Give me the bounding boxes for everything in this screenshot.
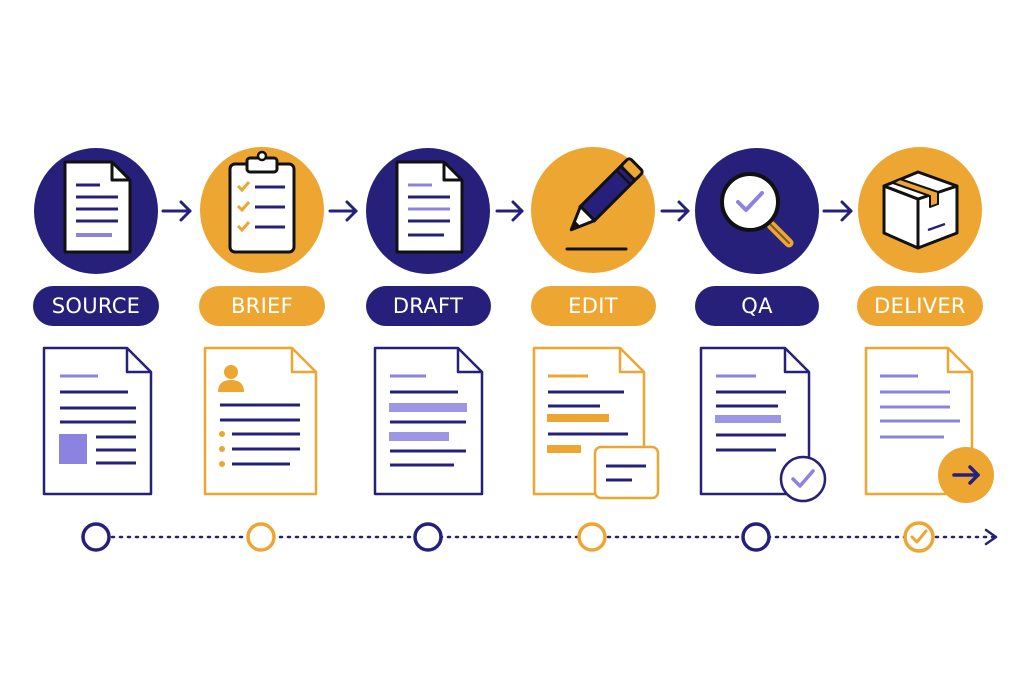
arrow-icon [660, 200, 690, 222]
step-pill [199, 286, 325, 326]
step-qa: QA [695, 148, 819, 326]
step-pill [366, 286, 491, 326]
magnifier-check-icon [720, 172, 794, 248]
deliver-document-card [864, 346, 994, 503]
step-edit: EDIT [531, 147, 656, 326]
timeline-node [81, 522, 111, 552]
user-avatar-icon [218, 365, 244, 392]
step-pill [531, 286, 656, 326]
arrow-icon [822, 200, 853, 222]
step-pill [695, 286, 819, 326]
check-badge-icon [779, 455, 827, 503]
step-label: BRIEF [231, 294, 293, 318]
progress-timeline [81, 521, 998, 553]
arrow-icon [161, 200, 192, 222]
step-label: DRAFT [393, 294, 463, 318]
check-icon [910, 529, 928, 544]
timeline-node-complete [903, 521, 935, 553]
clipboard-checklist-icon [228, 150, 296, 254]
image-placeholder [59, 434, 87, 464]
step-pill [857, 286, 983, 326]
source-document-card [42, 346, 153, 496]
brief-document-card [203, 346, 318, 496]
edit-document-card [532, 346, 660, 500]
timeline-node [246, 522, 276, 552]
document-icon [63, 160, 132, 254]
step-label: EDIT [568, 294, 618, 318]
step-draft: DRAFT [366, 148, 491, 326]
arrow-icon [495, 200, 524, 222]
step-deliver: DELIVER [857, 147, 983, 326]
step-source: SOURCE [33, 148, 159, 326]
comment-note [593, 445, 660, 500]
step-label: SOURCE [52, 294, 141, 318]
step-pill [33, 286, 159, 326]
qa-document-card [699, 346, 827, 503]
step-label: QA [741, 294, 773, 318]
step-brief: BRIEF [199, 147, 325, 326]
timeline-end-arrow-icon [984, 528, 998, 546]
timeline-node [577, 522, 607, 552]
timeline-node [741, 522, 771, 552]
package-box-icon [882, 170, 959, 250]
timeline-node [413, 522, 443, 552]
arrow-icon [328, 200, 358, 222]
document-icon [395, 160, 464, 254]
step-label: DELIVER [874, 294, 966, 318]
draft-document-card [373, 346, 484, 496]
pencil-icon [565, 157, 644, 251]
arrow-right-badge-icon [938, 447, 994, 503]
